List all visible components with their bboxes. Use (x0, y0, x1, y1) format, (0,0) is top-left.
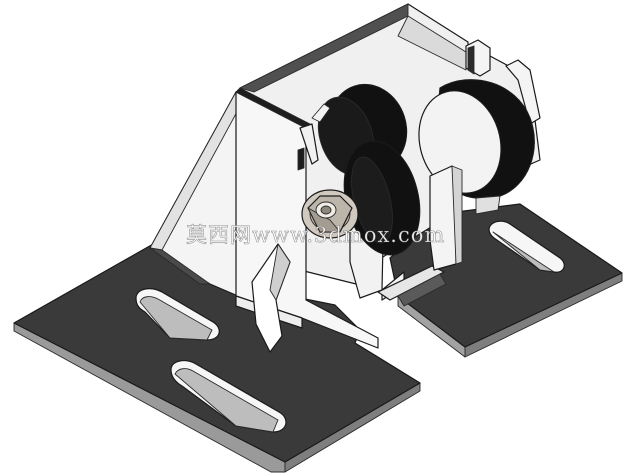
slot-right (488, 220, 565, 273)
roller-right-face (418, 90, 502, 194)
left-gusset (149, 91, 239, 297)
front-wall (235, 87, 379, 353)
roller-front (343, 140, 421, 256)
bolt-assembly (301, 189, 359, 239)
plate-step-shadow (397, 273, 447, 307)
right-inner-plate (429, 165, 463, 271)
